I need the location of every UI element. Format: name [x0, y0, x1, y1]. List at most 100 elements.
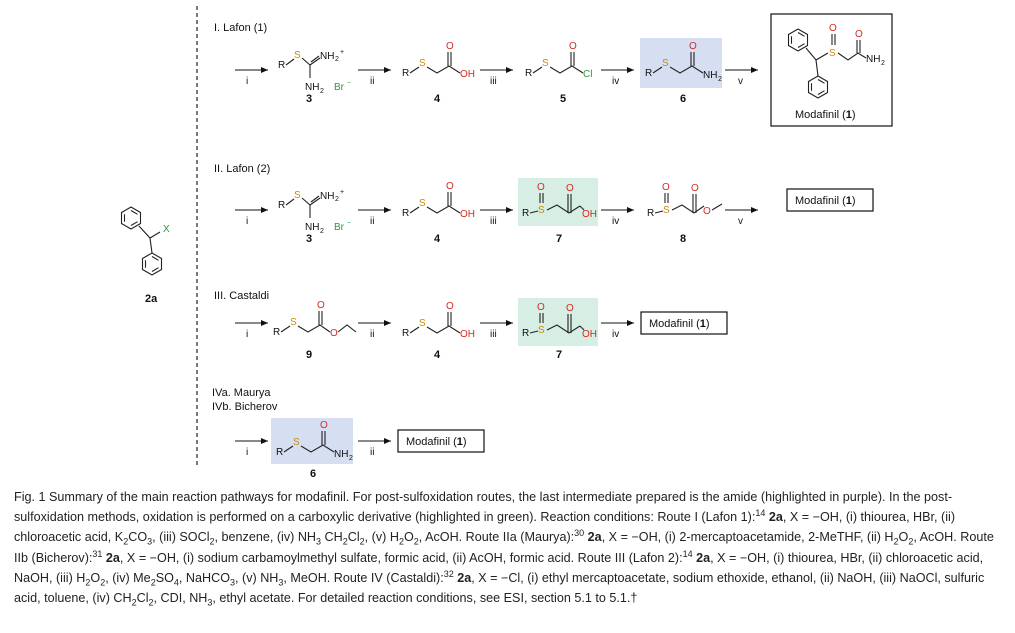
- caption-segment: , ethyl acetate. For detailed reaction c…: [212, 591, 638, 606]
- route-title-2: II. Lafon (2): [214, 163, 270, 175]
- caption-segment: 30: [574, 528, 585, 539]
- svg-text:5: 5: [560, 93, 566, 105]
- compound-8: R S O O O 8: [647, 182, 723, 245]
- caption-segment: , X = −OH, (i) 2-mercaptoacetamide, 2-Me…: [601, 530, 894, 545]
- modafinil-box-route-3: Modafinil (1): [640, 311, 728, 335]
- svg-text:Cl: Cl: [583, 69, 592, 80]
- caption-segment: 2: [398, 536, 404, 547]
- svg-text:iv: iv: [612, 216, 619, 227]
- route-1-arrows: i ii iii iv v: [235, 67, 758, 87]
- route-title-4b: IVb. Bicherov: [212, 401, 278, 413]
- caption-segment: , (iv) Me: [105, 570, 151, 585]
- svg-text:3: 3: [306, 233, 312, 245]
- figure-label: Fig. 1: [14, 490, 46, 504]
- compound-7-route-3: 7: [518, 298, 598, 361]
- caption-segment: 3: [316, 536, 322, 547]
- svg-text:iv: iv: [612, 76, 619, 87]
- svg-text:R: R: [525, 68, 532, 79]
- compound-5: R S O Cl 5: [525, 41, 592, 105]
- reaction-scheme: R S O OH R S O NH 2 R S O: [120, 6, 893, 480]
- svg-text:v: v: [738, 216, 743, 227]
- svg-text:ii: ii: [370, 329, 374, 340]
- route-title-3: III. Castaldi: [214, 290, 269, 302]
- caption-segment: O: [90, 570, 101, 585]
- svg-text:S: S: [542, 58, 549, 69]
- caption-segment: , benzene, (iv) NH: [214, 530, 317, 545]
- caption-segment: , (v) NH: [235, 570, 279, 585]
- svg-text:NH: NH: [866, 54, 880, 65]
- compound-6-route-4: 6: [271, 418, 354, 480]
- svg-text:7: 7: [556, 233, 562, 245]
- caption-segment: 2: [148, 597, 154, 608]
- caption-segment: Summary of the main reaction pathways fo…: [14, 490, 953, 525]
- svg-text:Modafinil (1): Modafinil (1): [406, 436, 467, 448]
- svg-text:iv: iv: [612, 329, 619, 340]
- caption-segment: 4: [173, 577, 179, 588]
- svg-text:O: O: [662, 182, 670, 193]
- caption-segment: , (iii) SOCl: [152, 530, 210, 545]
- svg-text:iii: iii: [490, 216, 497, 227]
- svg-text:i: i: [246, 329, 248, 340]
- caption-segment: 3: [230, 577, 236, 588]
- route-title-4a: IVa. Maurya: [212, 387, 271, 399]
- caption-segment: 2a: [105, 550, 120, 565]
- svg-text:ii: ii: [370, 447, 374, 458]
- svg-text:2: 2: [881, 60, 885, 67]
- caption-segment: , X = −OH, (i) thiourea, HBr, (ii) chlor…: [14, 510, 956, 545]
- route-2-arrows: i ii iii iv v: [235, 207, 758, 227]
- caption-segment: , (v) H: [364, 530, 399, 545]
- svg-text:O: O: [855, 29, 863, 40]
- caption-segment: SO: [155, 570, 174, 585]
- svg-text:O: O: [330, 328, 338, 339]
- compound-9: R S O O 9: [273, 300, 357, 361]
- caption-segment: 2: [413, 536, 419, 547]
- modafinil-box-route-4: Modafinil (1): [397, 429, 485, 453]
- caption-segment: 31: [92, 548, 103, 559]
- svg-text:4: 4: [434, 349, 441, 361]
- svg-text:O: O: [703, 206, 711, 217]
- caption-segment: 2: [209, 536, 215, 547]
- route-3-arrows: i ii iii iv: [235, 320, 634, 340]
- caption-segment: 14: [755, 508, 766, 519]
- svg-text:iii: iii: [490, 329, 497, 340]
- compound-4-route-3: 4: [401, 300, 476, 361]
- caption-segment: O: [403, 530, 414, 545]
- caption-segment: , AcOH. Route IIb (Bicherov):: [14, 530, 994, 565]
- modafinil-label-route-1: Modafinil (1): [795, 109, 856, 121]
- svg-text:3: 3: [306, 93, 312, 105]
- caption-segment: Cl: [347, 530, 360, 545]
- svg-text:O: O: [569, 41, 577, 52]
- caption-segment: 2: [150, 577, 156, 588]
- caption-segment: 2: [908, 536, 914, 547]
- compound-4-route-2: 4: [401, 180, 476, 245]
- caption-segment: , X = −OH, (i) thiourea, HBr, (ii) chlor…: [14, 550, 984, 585]
- caption-segment: , MeOH. Route IV (Castaldi):: [283, 570, 444, 585]
- compound-3-route-2: 3: [277, 188, 352, 245]
- svg-text:9: 9: [306, 349, 312, 361]
- figure-caption: Fig. 1 Summary of the main reaction path…: [14, 487, 1002, 608]
- caption-segment: 14: [682, 548, 693, 559]
- caption-text: Summary of the main reaction pathways fo…: [14, 490, 994, 608]
- caption-segment: 2a: [587, 530, 602, 545]
- svg-text:R: R: [647, 208, 654, 219]
- svg-text:ii: ii: [370, 216, 374, 227]
- compound-6-route-1: 6: [640, 38, 723, 105]
- svg-text:7: 7: [556, 349, 562, 361]
- caption-segment: Cl: [136, 591, 149, 606]
- svg-text:8: 8: [680, 233, 686, 245]
- svg-text:6: 6: [310, 468, 316, 480]
- svg-text:6: 6: [680, 93, 686, 105]
- compound-3-route-1: 3: [277, 48, 352, 105]
- caption-segment: 3: [147, 536, 153, 547]
- svg-text:S: S: [663, 205, 670, 216]
- svg-text:O: O: [829, 23, 837, 34]
- svg-text:ii: ii: [370, 76, 374, 87]
- svg-text:2a: 2a: [145, 293, 158, 305]
- caption-segment: 2a: [696, 550, 711, 565]
- route-4-arrows: i ii: [235, 438, 391, 458]
- caption-segment: 32: [443, 568, 454, 579]
- caption-segment: 2: [123, 536, 129, 547]
- route-title-1: I. Lafon (1): [214, 22, 267, 34]
- svg-text:R: R: [273, 327, 280, 338]
- svg-text:X: X: [163, 224, 170, 235]
